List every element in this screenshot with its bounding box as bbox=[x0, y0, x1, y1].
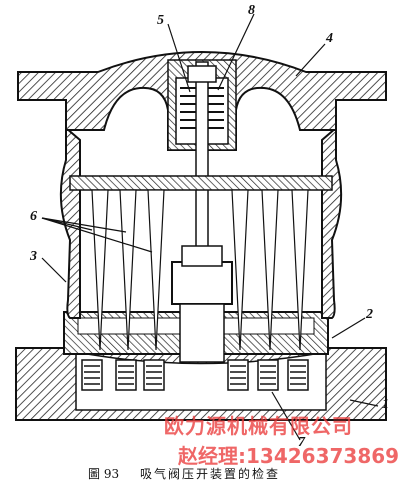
callout-label: 1 bbox=[382, 397, 389, 412]
central-nut bbox=[171, 245, 233, 363]
callout-label: 4 bbox=[326, 31, 333, 46]
watermark-contact: 赵经理:13426373869 bbox=[178, 444, 400, 468]
callout-label: 7 bbox=[298, 435, 305, 450]
bottom-springs bbox=[81, 359, 309, 391]
callout-label: 5 bbox=[157, 13, 164, 28]
leader-lines bbox=[41, 13, 379, 441]
lifter-plate bbox=[69, 175, 333, 191]
figure-number: 圖 93 bbox=[88, 467, 120, 481]
callout-label: 6 bbox=[30, 209, 37, 224]
callout-label: 2 bbox=[366, 307, 373, 322]
push-pins bbox=[91, 189, 309, 351]
callout-label: 8 bbox=[248, 3, 255, 18]
figure-title: 吸气阀压开装置的检查 bbox=[140, 467, 281, 481]
figure-caption: 圖 93 吸气阀压开装置的检查 bbox=[0, 462, 404, 482]
callout-label: 3 bbox=[30, 249, 37, 264]
watermark-company: 欧力源机械有限公司 bbox=[164, 414, 353, 438]
